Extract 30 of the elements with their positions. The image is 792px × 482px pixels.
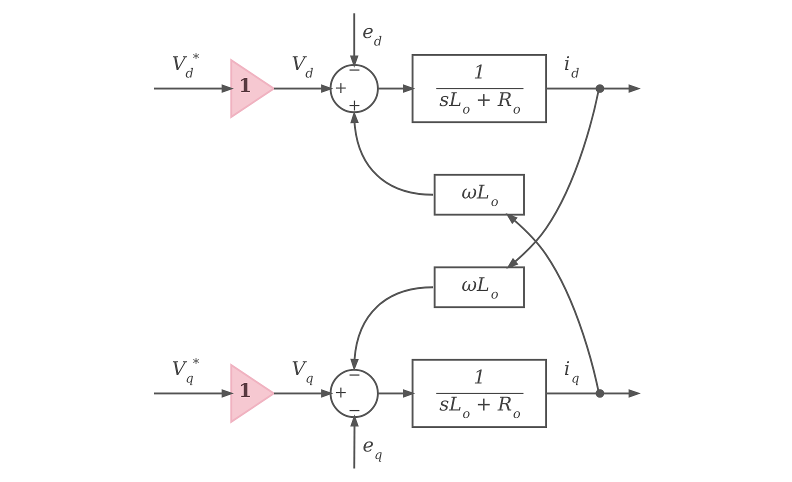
arrow xyxy=(350,286,434,372)
node-circle: − + − xyxy=(330,368,379,418)
node-circle: − + + xyxy=(330,64,379,114)
arrow xyxy=(506,212,600,390)
arrow xyxy=(603,84,641,93)
edge-label: i$_{q}$ xyxy=(564,358,580,386)
node-dot xyxy=(596,84,604,93)
arrow xyxy=(274,84,334,93)
node-box: 1 sL$_{o}$ + R$_{o}$ xyxy=(412,358,548,428)
edge-label: e$_{d}$ xyxy=(362,20,382,48)
arrow xyxy=(506,92,600,269)
arrow xyxy=(603,389,641,398)
arrow xyxy=(350,110,434,196)
arrow xyxy=(378,84,416,93)
arrow xyxy=(350,414,359,469)
arrow xyxy=(154,389,234,398)
node-box: ωL$_{o}$ xyxy=(434,174,525,216)
arrow xyxy=(274,389,334,398)
edge-label: V$_{d}$ xyxy=(292,53,314,81)
arrow xyxy=(378,389,416,398)
connector xyxy=(546,88,596,90)
arrow xyxy=(350,13,358,68)
edge-label: i$_{d}$ xyxy=(564,53,580,81)
edge-label: V$_{q}$ xyxy=(292,358,314,386)
connector xyxy=(546,392,596,394)
node-box: ωL$_{o}$ xyxy=(434,266,525,308)
node-box: 1 sL$_{o}$ + R$_{o}$ xyxy=(412,54,548,124)
node-dot xyxy=(596,389,604,398)
edge-label: e$_{q}$ xyxy=(362,434,382,462)
arrow xyxy=(154,84,234,93)
